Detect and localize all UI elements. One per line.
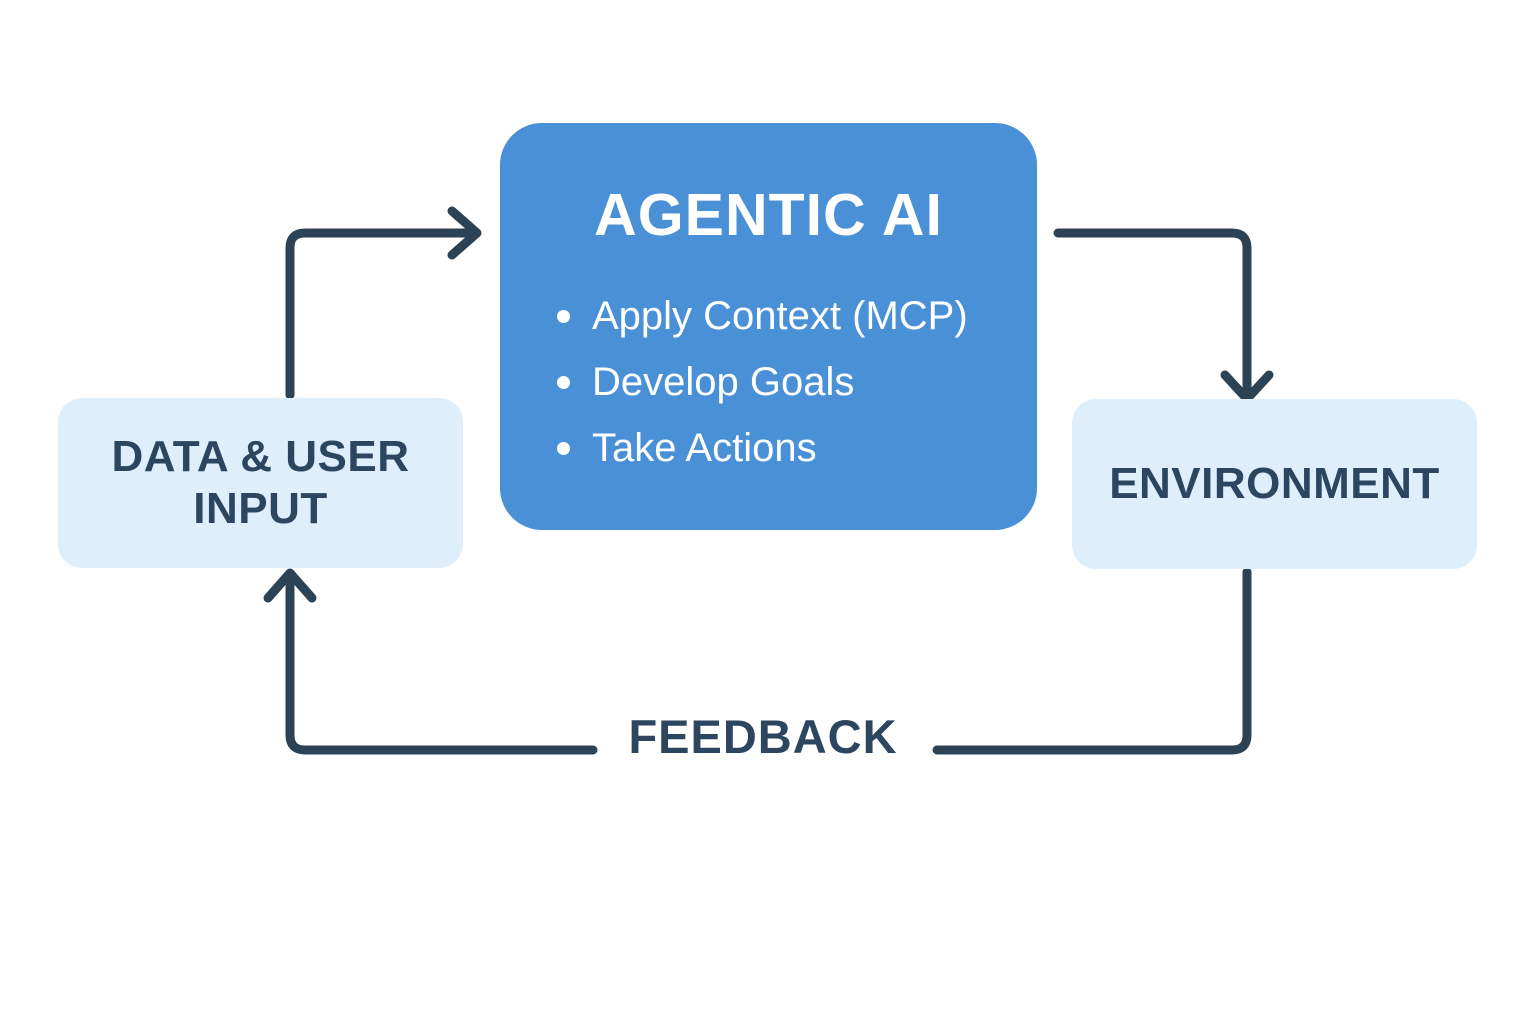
bullet-dot-icon	[557, 376, 570, 389]
arrow-agent-to-environment	[1053, 228, 1252, 393]
list-item: Develop Goals	[557, 349, 1037, 415]
agentic-ai-bullet-list: Apply Context (MCP) Develop Goals Take A…	[500, 283, 1037, 481]
feedback-edge-label: FEEDBACK	[628, 709, 898, 763]
bullet-dot-icon	[557, 310, 570, 323]
arrow-feedback-to-input	[285, 577, 598, 755]
node-environment-label: ENVIRONMENT	[1109, 459, 1440, 509]
node-environment: ENVIRONMENT	[1072, 399, 1477, 569]
bullet-dot-icon	[557, 442, 570, 455]
node-data-user-input-label: DATA & USER INPUT	[111, 432, 410, 533]
bullet-label: Take Actions	[592, 426, 817, 470]
node-data-user-input: DATA & USER INPUT	[58, 398, 463, 568]
bullet-label: Develop Goals	[592, 360, 855, 404]
bullet-label: Apply Context (MCP)	[592, 294, 968, 338]
arrow-up-head-icon	[263, 568, 317, 603]
node-agentic-ai: AGENTIC AI Apply Context (MCP) Develop G…	[500, 123, 1037, 530]
list-item: Take Actions	[557, 415, 1037, 481]
list-item: Apply Context (MCP)	[557, 283, 1037, 349]
arrow-right-head-icon	[447, 206, 482, 260]
node-agentic-ai-title: AGENTIC AI	[594, 182, 943, 248]
arrow-input-to-agent	[285, 228, 471, 400]
arrow-environment-to-feedback	[932, 567, 1252, 755]
